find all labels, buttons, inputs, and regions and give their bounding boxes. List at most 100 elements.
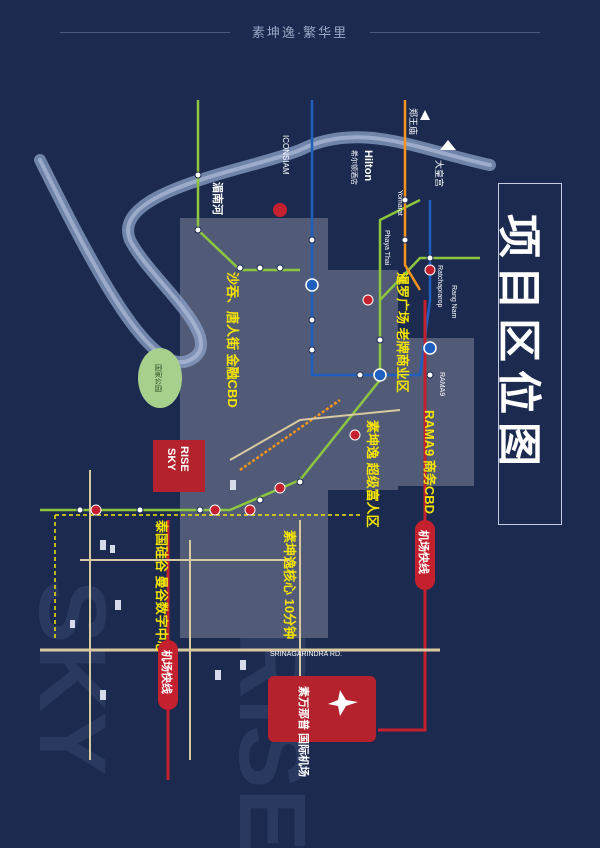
building-icon (240, 660, 246, 670)
interchange-icon (305, 278, 319, 292)
road-label-yomarat: Yomarat (396, 190, 403, 216)
interchange-icon (90, 504, 102, 516)
station (136, 506, 144, 514)
station (308, 346, 316, 354)
header-line-right (370, 32, 540, 33)
station (401, 236, 409, 244)
station (356, 371, 364, 379)
green-line-east (378, 198, 421, 300)
side-title: 项目区位图 (493, 214, 544, 474)
building-icons (70, 480, 246, 700)
zone-label-cbd1: 沙吞、唐人街 金融CBD (225, 272, 240, 408)
temple-icon (420, 110, 430, 120)
station (308, 236, 316, 244)
zone-label-rich: 素坤逸 超级富人区 (365, 420, 380, 528)
road-label-rang-nam: Rang Nam (450, 285, 457, 319)
yellow-dashed (54, 514, 360, 640)
label-king-palace: 郑王庙 (408, 108, 419, 135)
building-icon (215, 670, 221, 680)
label-hilton: Hilton (362, 150, 374, 181)
station (276, 264, 284, 272)
road-label-rama9: RAMA9 (438, 372, 445, 396)
station (376, 336, 384, 344)
label-river: 湄南河 (211, 182, 225, 215)
zone-label-cbd2: 暹罗广场 老牌商业区 (395, 272, 410, 393)
zones (180, 218, 474, 638)
road-label-srinagarindra: SRINAGARINDRA RD. (270, 651, 342, 658)
station (194, 226, 202, 234)
airport-link-badge (158, 640, 178, 710)
header-line-left (60, 32, 230, 33)
interchange-icon (423, 341, 437, 355)
side-title-box: 项目区位图 (493, 183, 562, 525)
landmark-pin-icon (273, 203, 287, 217)
header-title: 素坤逸·繁华里 (251, 25, 349, 40)
landmark-icons (420, 110, 456, 150)
project-box (153, 440, 205, 492)
stations (76, 171, 434, 514)
building-icon (100, 690, 106, 700)
interchange-markers (90, 203, 437, 516)
station (426, 254, 434, 262)
airport-link-badges: 机场快线 机场快线 (158, 520, 435, 710)
watermark-sky: SKY (19, 580, 125, 775)
building-icon (70, 620, 75, 628)
project-sky: SKY (165, 448, 177, 471)
station (194, 171, 202, 179)
lumpini-park (138, 348, 182, 408)
red-airport-line (378, 300, 427, 732)
green-line-main (40, 256, 480, 512)
watermark: SKY RISE (19, 580, 325, 848)
interchange-icon (274, 482, 286, 494)
zone-block-right (342, 338, 474, 486)
interchange-icon (244, 504, 256, 516)
road-labels: SRINAGARINDRA RD. RAMA9 Ratchaprarop Ran… (211, 108, 457, 658)
airport-box (268, 676, 376, 742)
station (256, 496, 264, 504)
label-palace: 大皇宫 (434, 160, 445, 187)
building-icon (115, 600, 121, 610)
building-icon (110, 545, 115, 553)
airport-link-label-2: 机场快线 (160, 650, 174, 694)
station (256, 264, 264, 272)
green-line-north (196, 100, 300, 272)
station (76, 506, 84, 514)
interchange-icon (362, 294, 374, 306)
airport-link-badge (415, 520, 435, 590)
interchange-icon (424, 264, 436, 276)
station (401, 196, 409, 204)
road-label-phaya-thai: Phaya Thai (383, 230, 390, 266)
road-curve (229, 409, 401, 461)
station (308, 316, 316, 324)
building-icon (100, 540, 106, 550)
zone-labels: 沙吞、唐人街 金融CBD 暹罗广场 老牌商业区 素坤逸 超级富人区 RAMA9 … (154, 272, 437, 654)
airport-label: 素万那普 国际机场 (297, 686, 311, 777)
river-inner (38, 135, 492, 365)
header: 素坤逸·繁华里 (0, 22, 600, 42)
label-hilton-cn: 希尔顿酒店 (350, 150, 359, 185)
orange-line-south (239, 398, 341, 472)
palace-icon (440, 140, 456, 150)
project-marker: SKY RISE (153, 440, 205, 492)
interchange-icon (209, 504, 221, 516)
building-icon (230, 480, 236, 490)
park-label: 国家公园 (154, 364, 163, 392)
airport: 素万那普 国际机场 (268, 676, 376, 777)
zone-label-digital: 泰国硅谷 曼谷数字中心 (154, 519, 169, 654)
plane-icon (328, 690, 358, 716)
interchange-icon (373, 368, 387, 382)
station (196, 506, 204, 514)
station (296, 478, 304, 486)
zone-block-top (180, 218, 328, 638)
zone-label-core: 素坤逸核心 10分钟 (282, 530, 297, 639)
road-label-ratchaprarop: Ratchaprarop (436, 265, 443, 308)
orange-line (403, 100, 422, 291)
label-iconsiam: ICONSIAM (281, 135, 290, 175)
station (236, 264, 244, 272)
station (426, 371, 434, 379)
airport-link-label-1: 机场快线 (417, 530, 431, 574)
interchange-icon (349, 429, 361, 441)
zone-label-rama9: RAMA9 商务CBD (422, 410, 437, 514)
project-rise: RISE (178, 446, 190, 472)
